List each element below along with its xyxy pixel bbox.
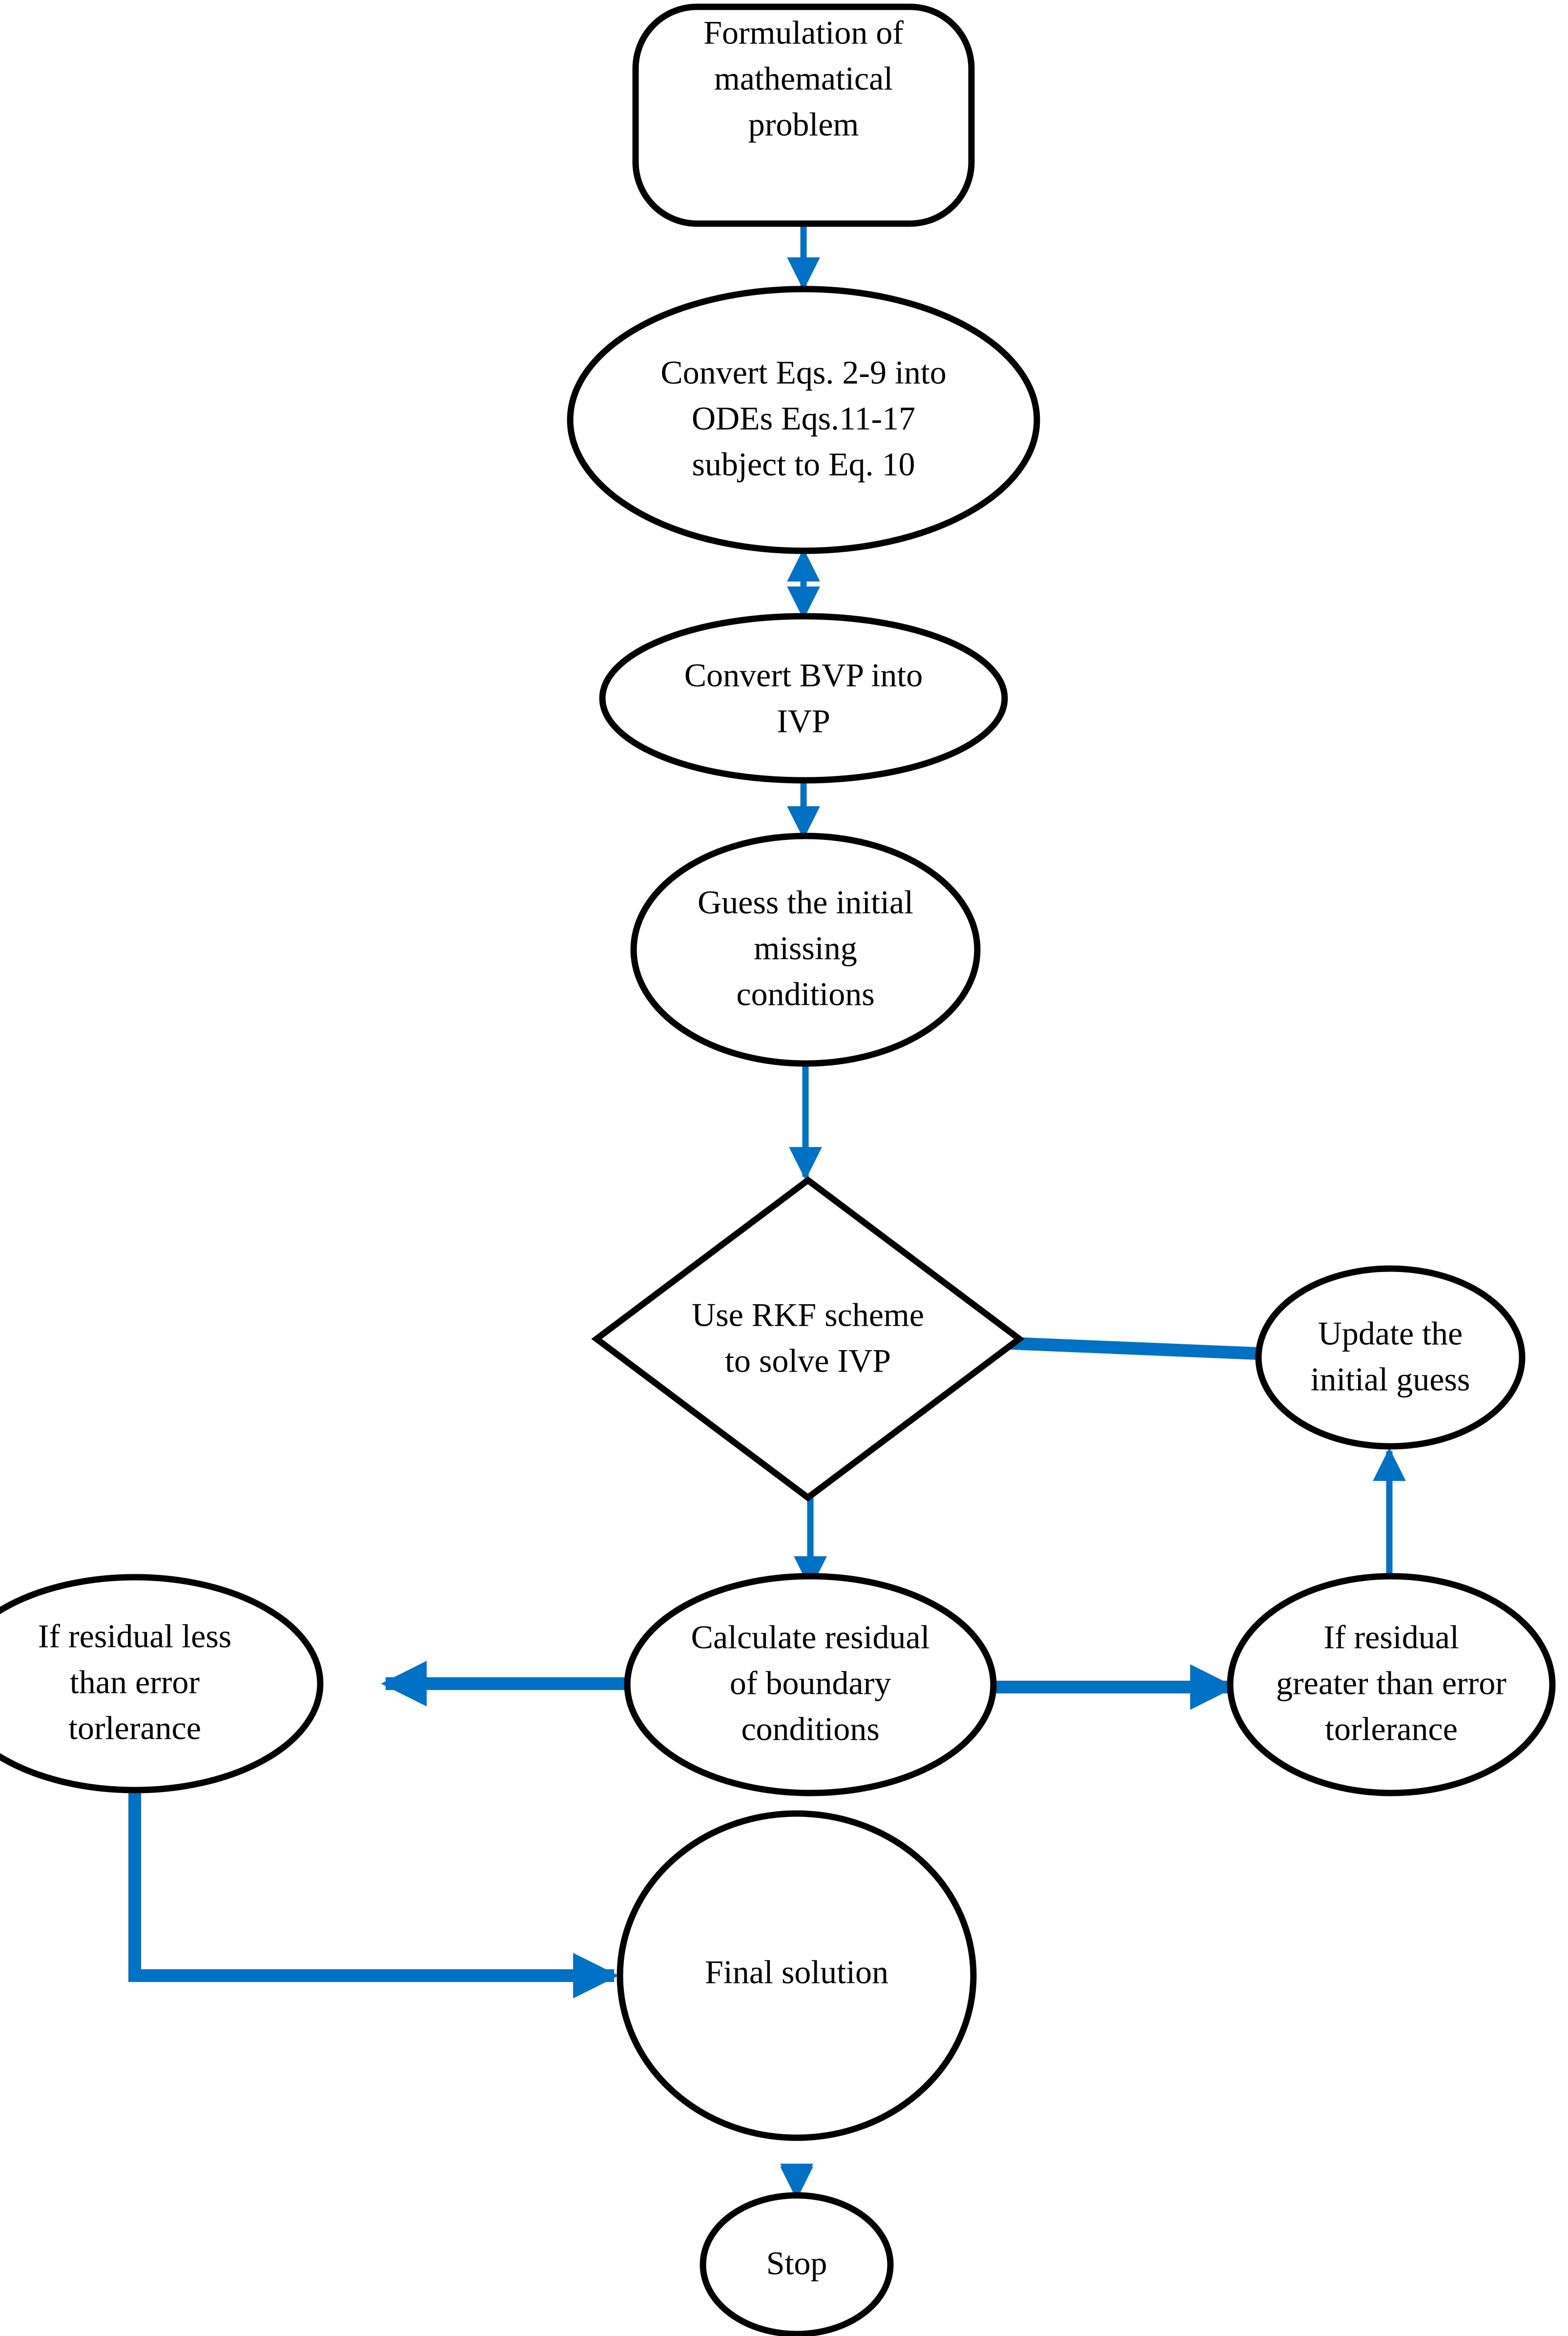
convert-eqs-line-3: subject to Eq. 10	[692, 446, 915, 483]
node-use-rkf[interactable]: Use RKF scheme to solve IVP	[591, 1176, 1025, 1502]
node-stop[interactable]: Stop	[700, 2192, 894, 2336]
stop-shape	[700, 2192, 894, 2336]
residual-less-line-1: If residual less	[38, 1618, 232, 1655]
node-update-guess[interactable]: Update the initial guess	[1255, 1265, 1526, 1450]
convert-bvp-line-1: Convert BVP into	[684, 657, 923, 694]
formulation-line-2: mathematical	[714, 60, 893, 97]
residual-less-line-3: torlerance	[68, 1710, 201, 1747]
node-guess-initial[interactable]: Guess the initial missing conditions	[630, 833, 981, 1067]
update-guess-shape	[1255, 1265, 1526, 1450]
calculate-residual-line-2: of boundary	[730, 1665, 891, 1702]
node-calculate-residual[interactable]: Calculate residual of boundary condition…	[624, 1573, 997, 1796]
residual-less-line-2: than error	[70, 1664, 200, 1701]
node-residual-greater[interactable]: If residual greater than error torleranc…	[1227, 1573, 1556, 1796]
calculate-residual-line-3: conditions	[741, 1710, 879, 1748]
residual-greater-line-1: If residual	[1323, 1619, 1459, 1656]
node-convert-eqs[interactable]: Convert Eqs. 2-9 into ODEs Eqs.11-17 sub…	[567, 286, 1040, 554]
edge-residual-less-to-final-solution	[128, 1788, 619, 1999]
residual-less-shape	[0, 1574, 324, 1794]
formulation-shape	[632, 3, 975, 227]
guess-initial-line-3: conditions	[736, 976, 874, 1013]
final-solution-line-1: Final solution	[705, 1954, 888, 1991]
guess-initial-line-1: Guess the initial	[698, 884, 913, 921]
use-rkf-line-1: Use RKF scheme	[692, 1296, 924, 1334]
formulation-line-1: Formulation of	[703, 14, 904, 51]
guess-initial-shape	[630, 833, 981, 1067]
use-rkf-line-2: to solve IVP	[725, 1342, 891, 1379]
calculate-residual-shape	[624, 1573, 997, 1796]
node-residual-less[interactable]: If residual less than error torlerance	[0, 1574, 324, 1794]
residual-greater-line-3: torlerance	[1325, 1710, 1458, 1748]
convert-bvp-line-2: IVP	[777, 703, 830, 740]
use-rkf-shape	[591, 1176, 1025, 1502]
node-final-solution[interactable]: Final solution	[617, 1810, 977, 2141]
convert-eqs-shape	[567, 286, 1040, 554]
update-guess-line-2: initial guess	[1311, 1361, 1470, 1398]
convert-bvp-shape	[599, 613, 1008, 784]
convert-eqs-line-1: Convert Eqs. 2-9 into	[660, 354, 947, 391]
update-guess-line-1: Update the	[1318, 1315, 1463, 1352]
stop-line-1: Stop	[766, 2245, 827, 2282]
calculate-residual-line-1: Calculate residual	[691, 1619, 929, 1656]
node-formulation[interactable]: Formulation of mathematical problem	[632, 3, 975, 227]
guess-initial-line-2: missing	[754, 930, 857, 967]
node-convert-bvp[interactable]: Convert BVP into IVP	[599, 613, 1008, 784]
formulation-line-3: problem	[748, 106, 859, 143]
residual-greater-shape	[1227, 1573, 1556, 1796]
residual-greater-line-2: greater than error	[1276, 1665, 1506, 1702]
convert-eqs-line-2: ODEs Eqs.11-17	[692, 400, 915, 437]
final-solution-shape	[617, 1810, 977, 2141]
